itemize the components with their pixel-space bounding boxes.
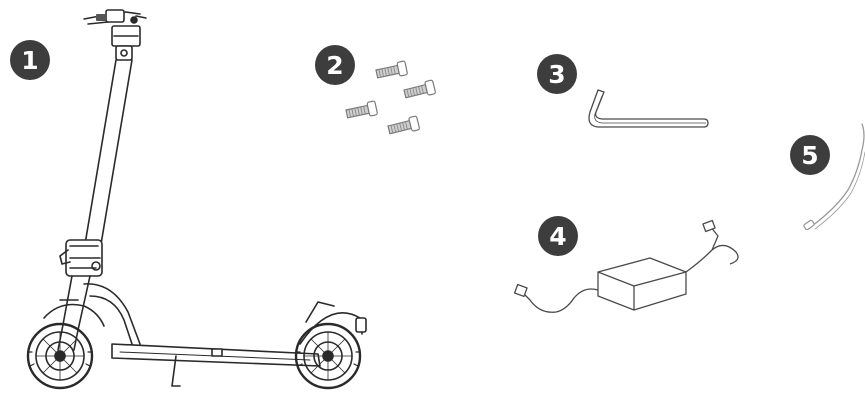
screws-icon <box>345 60 436 135</box>
charger-icon <box>513 219 739 313</box>
electric-scooter-icon <box>26 9 367 390</box>
item-number-badge: 4 <box>538 216 578 256</box>
item-number-badge: 3 <box>537 54 577 94</box>
item-number-badge: 5 <box>790 135 830 175</box>
hex-key-icon <box>588 89 709 128</box>
item-number-badge: 1 <box>10 40 50 80</box>
cable-icon <box>803 123 865 231</box>
item-number-badge: 2 <box>315 45 355 85</box>
